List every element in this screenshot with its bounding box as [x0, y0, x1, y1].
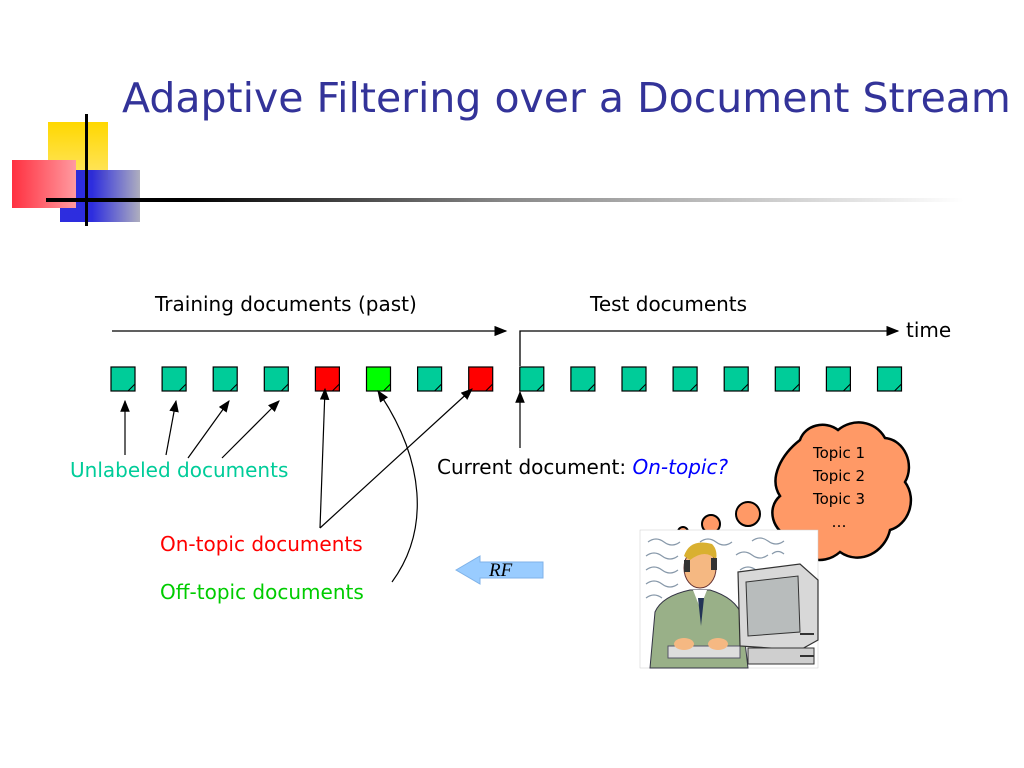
- topic-item: Topic 1: [812, 444, 866, 462]
- unlabeled-document: [570, 366, 596, 392]
- unlabeled-pointer: [165, 399, 179, 456]
- unlabeled-documents-label: Unlabeled documents: [70, 458, 289, 482]
- rf-arrow: [455, 555, 544, 585]
- unlabeled-document: [723, 366, 749, 392]
- unlabeled-document: [161, 366, 187, 392]
- rf-label: RF: [489, 560, 513, 581]
- unlabeled-document: [774, 366, 800, 392]
- unlabeled-document: [417, 366, 443, 392]
- current-document-label: Current document: On-topic?: [437, 455, 728, 479]
- current-document-prefix: Current document:: [437, 455, 633, 479]
- unlabeled-document: [672, 366, 698, 392]
- on-topic-document: [468, 366, 494, 392]
- test-documents-label: Test documents: [590, 292, 748, 316]
- on-topic-documents-label: On-topic documents: [160, 532, 363, 556]
- logo-vertical-line: [85, 114, 88, 226]
- time-label: time: [906, 318, 952, 342]
- training-documents-label: Training documents (past): [155, 292, 417, 316]
- unlabeled-document: [110, 366, 136, 392]
- document-stream: [110, 366, 903, 392]
- unlabeled-pointer: [221, 400, 280, 459]
- unlabeled-document: [263, 366, 289, 392]
- on-topic-document: [314, 366, 340, 392]
- off-topic-documents-label: Off-topic documents: [160, 580, 364, 604]
- on-topic-pointer: [319, 388, 473, 529]
- topic-item: …: [831, 513, 847, 531]
- thought-topics: Topic 1 Topic 2 Topic 3 …: [784, 442, 894, 534]
- thought-dot: [735, 501, 761, 527]
- topic-item: Topic 2: [812, 467, 866, 485]
- slide-title: Adaptive Filtering over a Document Strea…: [122, 74, 1011, 122]
- logo-decoration: [0, 0, 964, 240]
- off-topic-pointer: [377, 390, 418, 583]
- unlabeled-document: [876, 366, 903, 392]
- unlabeled-document: [212, 366, 238, 392]
- unlabeled-pointer: [187, 400, 230, 459]
- off-topic-document: [365, 366, 392, 392]
- thought-cloud: [771, 421, 913, 562]
- test-arrow: [519, 325, 900, 366]
- unlabeled-document: [825, 366, 852, 392]
- on-topic-pointer: [319, 387, 330, 529]
- person-at-computer-illustration: [639, 529, 819, 669]
- logo-horizontal-line: [46, 198, 964, 202]
- unlabeled-document: [519, 366, 545, 392]
- unlabeled-document: [621, 366, 647, 392]
- topic-item: Topic 3: [812, 490, 866, 508]
- on-topic-question: On-topic?: [632, 455, 729, 479]
